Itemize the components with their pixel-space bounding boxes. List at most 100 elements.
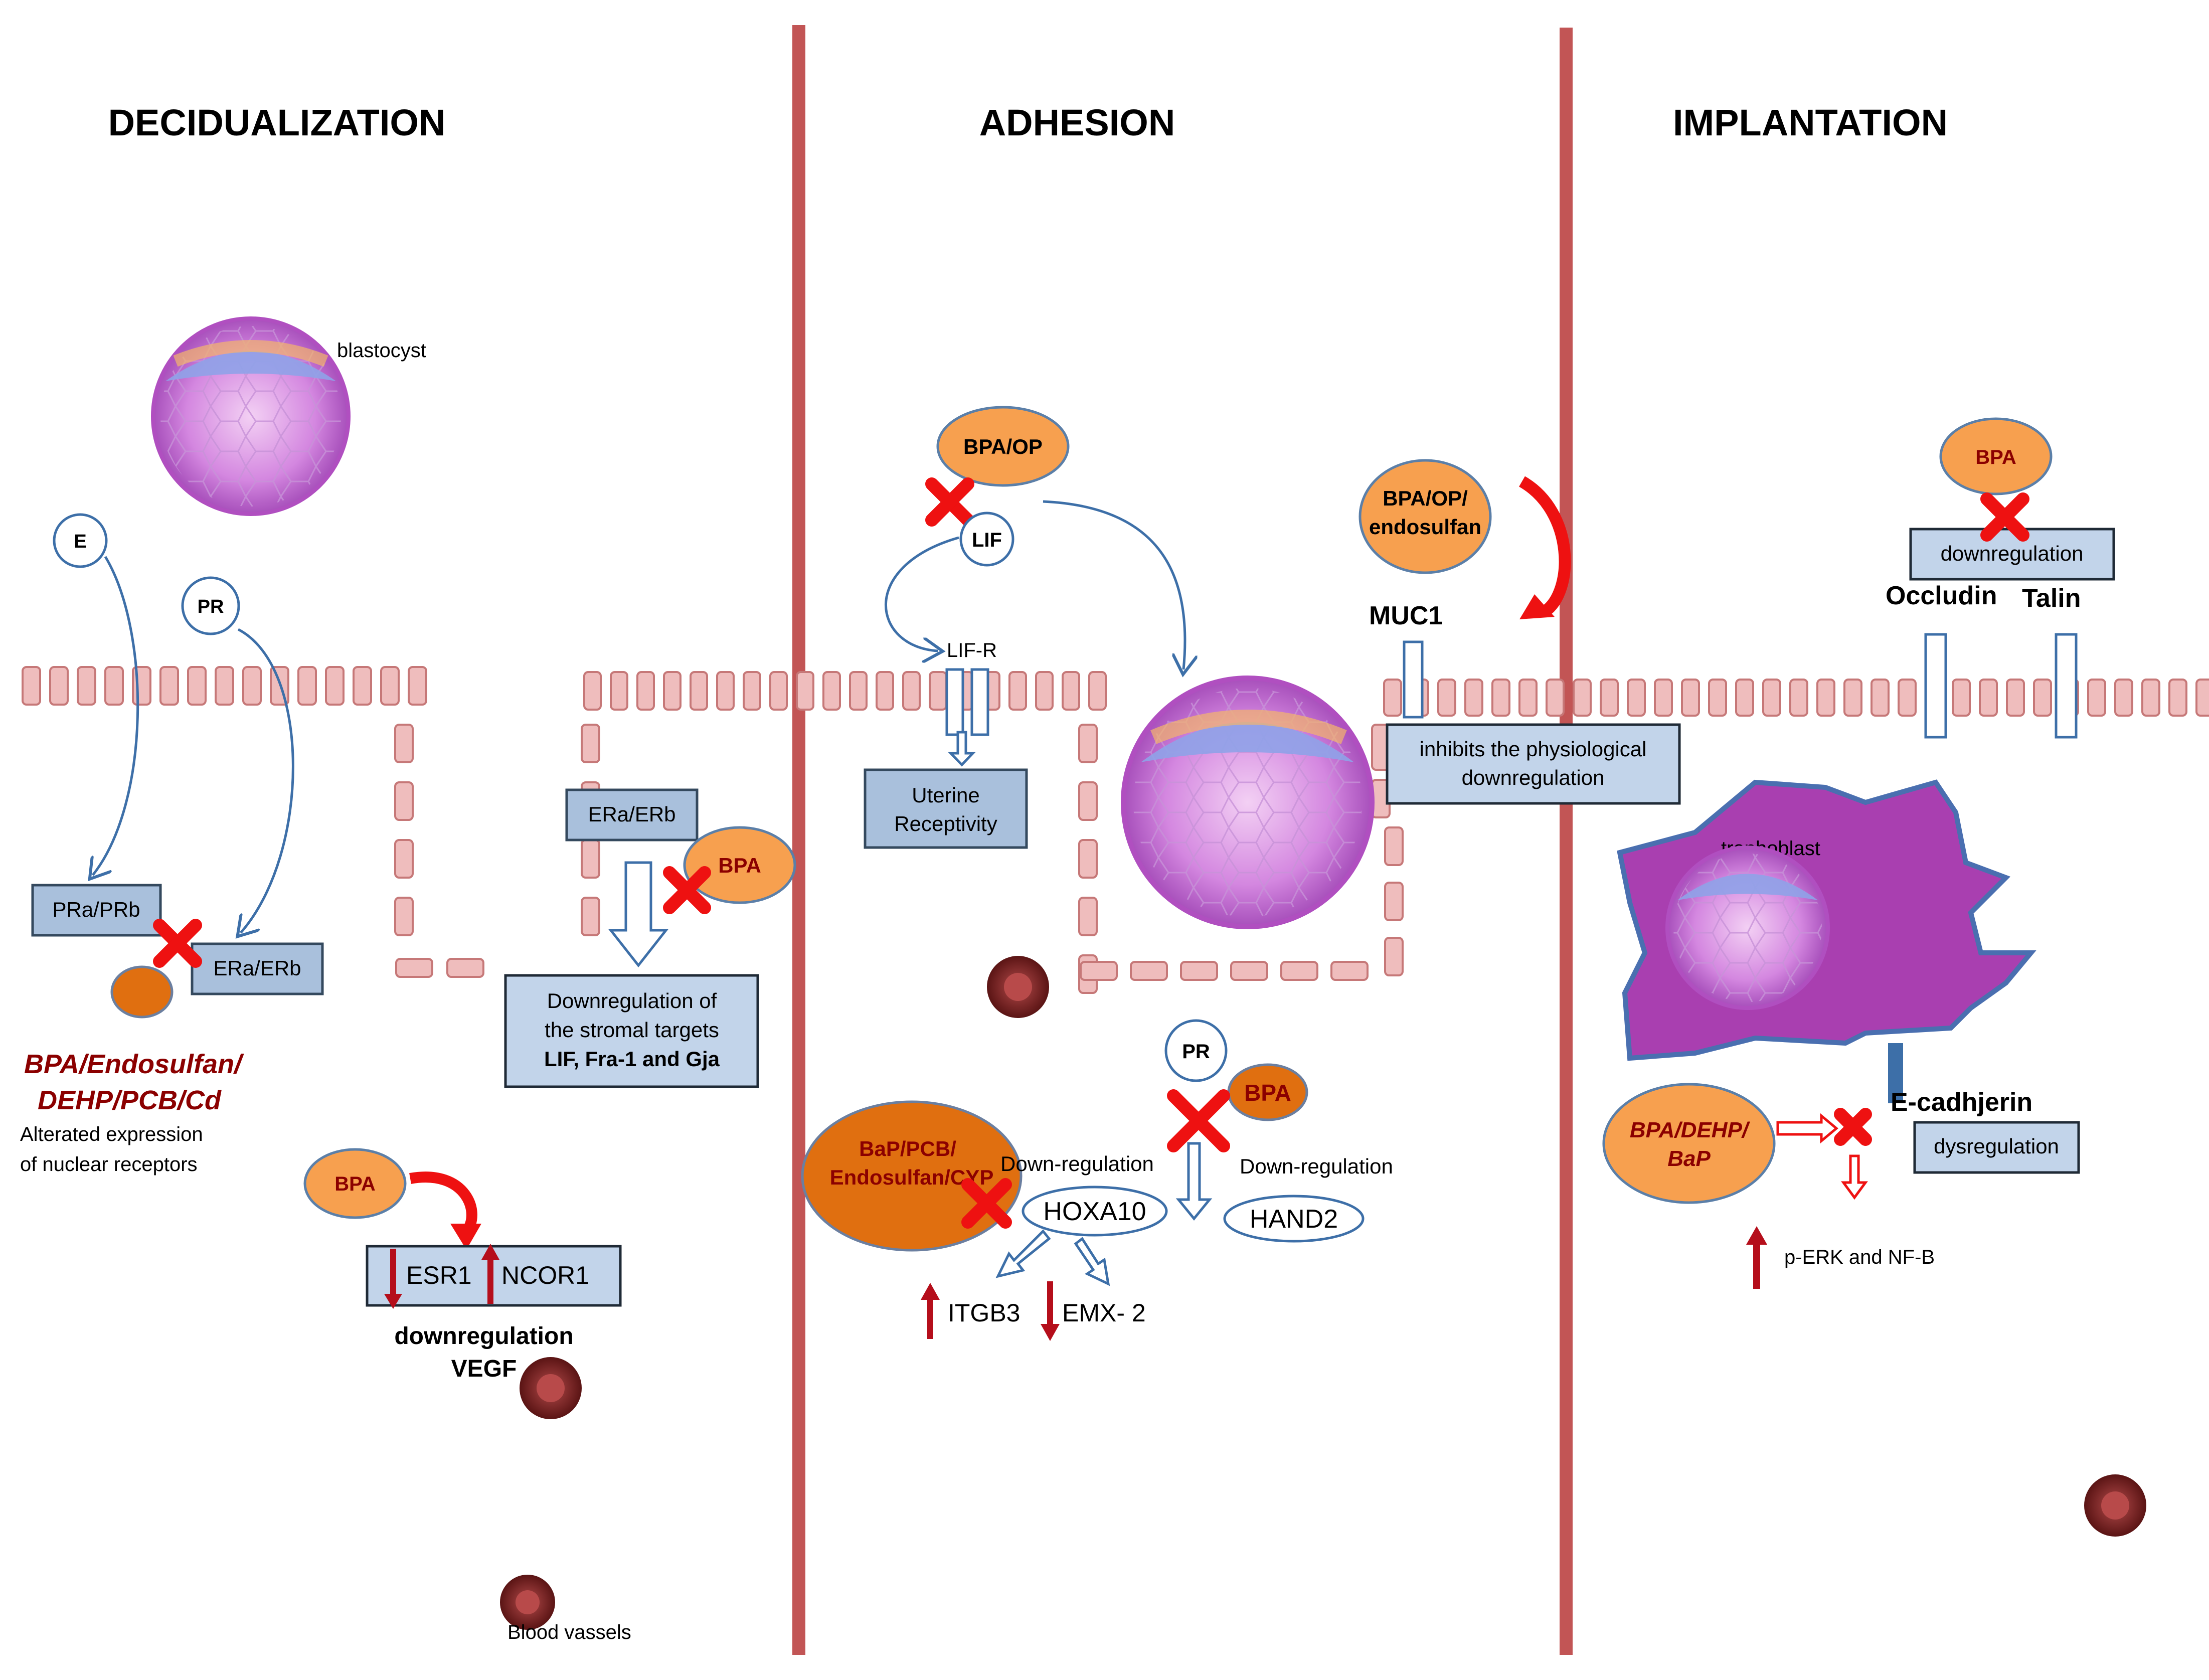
cross-icon xyxy=(1834,1108,1872,1146)
membrane-tile xyxy=(1762,679,1781,717)
membrane-tile xyxy=(1573,679,1592,717)
membrane-tile xyxy=(380,666,400,706)
membrane-tile xyxy=(2195,679,2209,717)
membrane-tile xyxy=(1230,961,1268,981)
membrane-tile xyxy=(297,666,317,706)
bap-line1: BaP/PCB/ xyxy=(859,1137,956,1160)
membrane-tile xyxy=(395,958,433,978)
altered-line2: of nuclear receptors xyxy=(20,1153,198,1175)
bpa-oval-low xyxy=(303,1148,407,1219)
membrane-tile xyxy=(1898,679,1917,717)
blood-vessels-label: Blood vassels xyxy=(507,1621,631,1643)
chemicals-line2: DEHP/PCB/Cd xyxy=(38,1085,222,1115)
membrane-tile xyxy=(822,671,841,711)
membrane-tile xyxy=(663,671,682,711)
ncor1-label: NCOR1 xyxy=(501,1261,589,1289)
membrane-tile xyxy=(446,958,484,978)
inhibits-line2: downregulation xyxy=(1462,766,1605,789)
bpa-label-mid: BPA xyxy=(718,854,761,877)
lif-label: LIF xyxy=(972,529,1002,551)
hoxa10-label: HOXA10 xyxy=(1043,1197,1146,1226)
membrane-tile xyxy=(1080,961,1118,981)
stromal-line2: the stromal targets xyxy=(545,1018,719,1042)
vegf-label: VEGF xyxy=(451,1356,517,1382)
dysregulation-down-arrow xyxy=(1841,1154,1868,1200)
itgb3-label: ITGB3 xyxy=(948,1299,1020,1327)
bpa-op-oval xyxy=(936,406,1070,487)
perk-label: p-ERK and NF-B xyxy=(1784,1246,1935,1268)
membrane-tile xyxy=(1627,679,1646,717)
bpa-effect-arrowhead xyxy=(450,1224,481,1250)
bap-oval xyxy=(801,1100,1023,1252)
cross-icon xyxy=(1980,492,2029,542)
pr-label-adhesion: PR xyxy=(1182,1041,1210,1063)
membrane-tile xyxy=(796,671,814,711)
membrane-tile xyxy=(1280,961,1318,981)
era-erb-box-left xyxy=(191,942,324,995)
downregulation-arrow xyxy=(608,861,669,968)
inhibits-line1: inhibits the physiological xyxy=(1420,737,1647,761)
title-decidualization: DECIDUALIZATION xyxy=(108,102,446,143)
chemicals-line1: BPA/Endosulfan/ xyxy=(24,1049,244,1079)
membrane-tile xyxy=(1546,679,1565,717)
membrane-tile xyxy=(1008,671,1027,711)
pr-label: PR xyxy=(198,596,224,617)
membrane-tile xyxy=(1078,781,1098,821)
membrane-tile xyxy=(1952,679,1971,717)
blood-vessel-icon xyxy=(500,1575,555,1630)
membrane-tile xyxy=(1384,826,1404,866)
downregulation-label: downregulation xyxy=(394,1323,573,1350)
estrogen-circle xyxy=(53,513,108,568)
membrane-tile xyxy=(394,897,414,936)
membrane-tile xyxy=(1654,679,1673,717)
membrane-tile xyxy=(716,671,735,711)
divider-left xyxy=(792,25,805,1655)
bpa-effect-arrow xyxy=(409,1171,477,1235)
membrane-tile xyxy=(1437,679,1456,717)
membrane-tile xyxy=(1789,679,1808,717)
membrane-tile xyxy=(1708,679,1727,717)
bpa-label-top: BPA xyxy=(1975,446,2016,468)
lif-to-blastocyst-arrow xyxy=(1043,500,1185,669)
blastocyst-label: blastocyst xyxy=(337,340,426,362)
e-cadherin-receptor xyxy=(1888,1043,1903,1103)
membrane-tile xyxy=(408,666,427,706)
arrow-up-icon xyxy=(921,1283,940,1339)
membrane-tile xyxy=(2087,679,2106,717)
hand2-ellipse xyxy=(1223,1195,1365,1243)
cross-icon xyxy=(961,1178,1012,1229)
pr-to-era-arrow xyxy=(238,628,294,933)
hand2-label: HAND2 xyxy=(1250,1205,1338,1234)
membrane-tile xyxy=(1979,679,1998,717)
bpa-dehp-bap-oval xyxy=(1602,1083,1776,1204)
membrane-tile xyxy=(1088,671,1107,711)
blood-vessel-icon xyxy=(2084,1474,2146,1537)
lif-r-label: LIF-R xyxy=(947,639,997,661)
talin-receptor xyxy=(2055,633,2078,739)
membrane-tile xyxy=(394,724,414,763)
membrane-tile xyxy=(2168,679,2187,717)
pr-circle xyxy=(181,576,240,635)
era-erb-label-mid: ERa/ERb xyxy=(588,802,675,826)
blood-vessel-icon xyxy=(520,1357,582,1419)
e-to-pra-arrow xyxy=(93,556,139,875)
cross-icon xyxy=(1167,1089,1230,1152)
membrane-tile xyxy=(581,839,600,879)
muc1-label: MUC1 xyxy=(1369,601,1443,630)
divider-right xyxy=(1560,28,1573,1655)
membrane-tile xyxy=(353,666,372,706)
membrane-tile xyxy=(215,666,234,706)
pra-prb-box xyxy=(31,884,162,937)
uterine-line1: Uterine xyxy=(912,783,979,807)
estrogen-label: E xyxy=(74,531,86,552)
membrane-tile xyxy=(2141,679,2160,717)
membrane-tile xyxy=(77,666,96,706)
itgb3-arrow xyxy=(995,1229,1051,1278)
e-cadherin-effect-arrow xyxy=(1776,1113,1838,1144)
title-adhesion: ADHESION xyxy=(979,102,1175,143)
dysregulation-box xyxy=(1913,1121,2080,1174)
lif-receptor xyxy=(970,668,989,736)
membrane-tile xyxy=(1600,679,1619,717)
stromal-line1: Downregulation of xyxy=(547,989,717,1013)
